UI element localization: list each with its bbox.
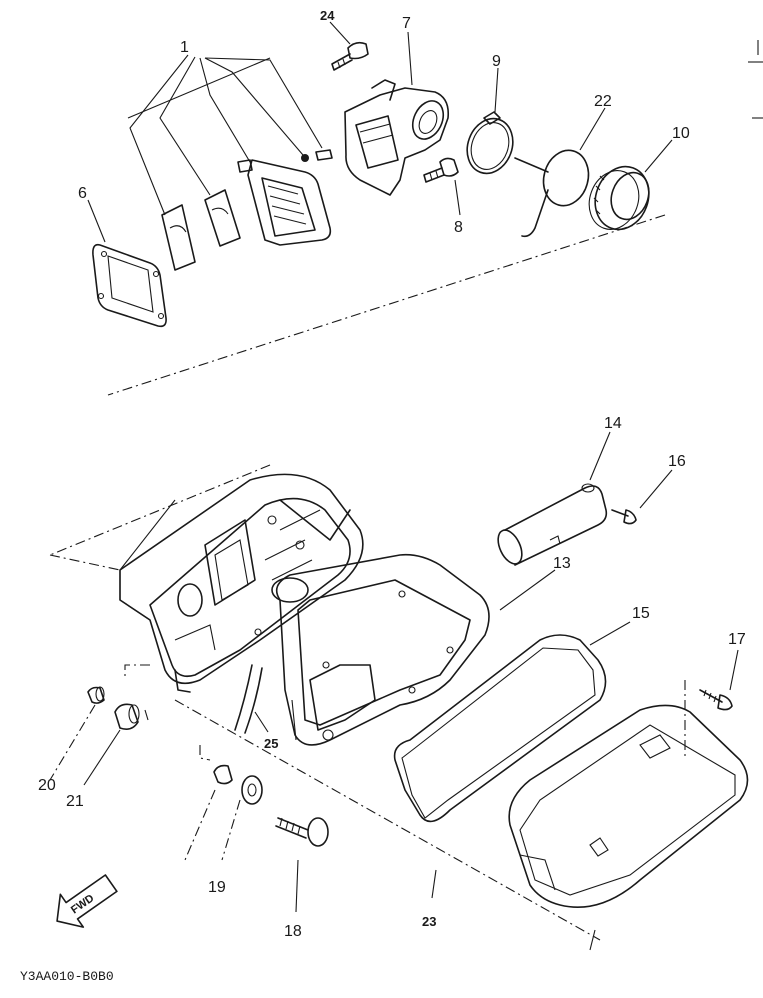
callout-13: 13 xyxy=(553,555,571,572)
alignment-line-bottom-7 xyxy=(221,799,241,861)
callout-17: 17 xyxy=(728,631,746,648)
callout-18: 18 xyxy=(284,923,302,940)
fwd-label: FWD xyxy=(69,892,96,916)
alignment-line-bottom-2 xyxy=(124,664,150,680)
part-screw-16 xyxy=(611,509,637,525)
callout-23: 23 xyxy=(422,914,436,929)
part-intake-duct xyxy=(497,483,608,566)
callout-22: 22 xyxy=(594,93,612,110)
alignment-line-bottom-6 xyxy=(184,789,216,861)
part-grommet-21 xyxy=(114,703,140,730)
part-air-cleaner-case xyxy=(119,473,364,693)
bracket-line-right xyxy=(589,929,596,951)
forward-direction-arrow: FWD xyxy=(56,874,118,928)
leader-lines xyxy=(83,21,739,913)
part-air-cleaner-cover xyxy=(508,704,749,908)
callout-1: 1 xyxy=(180,39,189,56)
part-seal-ring xyxy=(393,634,607,823)
alignment-line-bottom-5 xyxy=(49,704,96,781)
part-spring xyxy=(514,149,590,238)
alignment-line-bottom-4 xyxy=(174,699,601,941)
part-element-plate xyxy=(275,553,490,746)
alignment-line-top-1 xyxy=(107,214,666,396)
part-screw-18 xyxy=(275,817,329,847)
callout-20: 20 xyxy=(38,777,56,794)
callout-9: 9 xyxy=(492,53,501,70)
callout-24: 24 xyxy=(320,8,335,23)
callout-10: 10 xyxy=(672,125,690,142)
alignment-line-bottom-1 xyxy=(49,554,121,571)
callout-25: 25 xyxy=(264,736,278,751)
part-screw-17 xyxy=(699,689,733,711)
callout-15: 15 xyxy=(632,605,650,622)
callout-21: 21 xyxy=(66,793,84,810)
callout-19: 19 xyxy=(208,879,226,896)
part-hose-clamp xyxy=(466,111,514,175)
part-grommet-20 xyxy=(87,686,105,704)
part-gasket xyxy=(92,243,167,328)
alignment-line-bottom-3 xyxy=(199,745,211,761)
callout-16: 16 xyxy=(668,453,686,470)
callout-8: 8 xyxy=(454,219,463,236)
callout-6: 6 xyxy=(78,185,87,202)
part-reed-petal-a xyxy=(161,204,196,271)
callout-14: 14 xyxy=(604,415,622,432)
callout-7: 7 xyxy=(402,15,411,32)
part-intake-manifold xyxy=(344,79,450,196)
part-drain-hose xyxy=(234,664,263,734)
part-collar-19 xyxy=(213,764,263,805)
part-bolt-24 xyxy=(331,41,369,71)
part-reed-petal-b xyxy=(204,189,241,247)
part-joint-ring xyxy=(588,165,650,231)
drawing-code: Y3AA010-B0B0 xyxy=(20,969,114,984)
right-edge-fragment xyxy=(748,40,763,119)
bracket-line-left xyxy=(144,709,149,721)
part-bolt-8 xyxy=(423,157,459,183)
part-reed-valve-block xyxy=(237,149,333,246)
